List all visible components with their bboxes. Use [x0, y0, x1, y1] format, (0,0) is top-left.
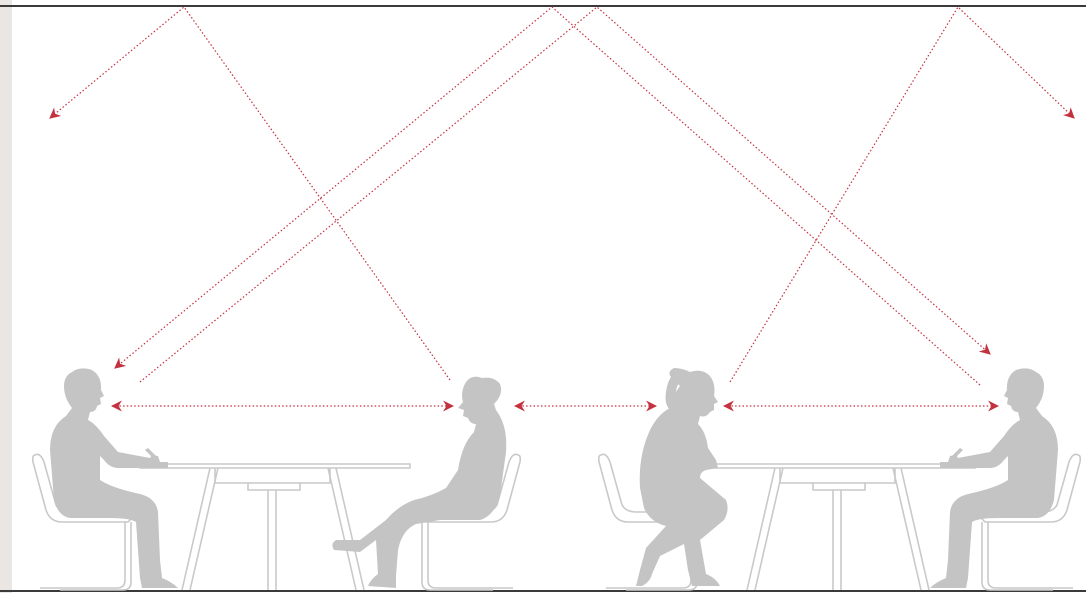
reflection-path-1 [50, 7, 450, 380]
reflection-path-2 [140, 7, 990, 382]
table-right [705, 464, 975, 590]
person-left-1 [50, 368, 178, 588]
reflection-path-3 [115, 7, 980, 385]
person-right-1 [636, 368, 728, 586]
person-left-2 [332, 377, 506, 588]
table-left [140, 464, 410, 590]
person-right-2 [930, 368, 1058, 588]
reflection-path-4 [730, 7, 1074, 382]
